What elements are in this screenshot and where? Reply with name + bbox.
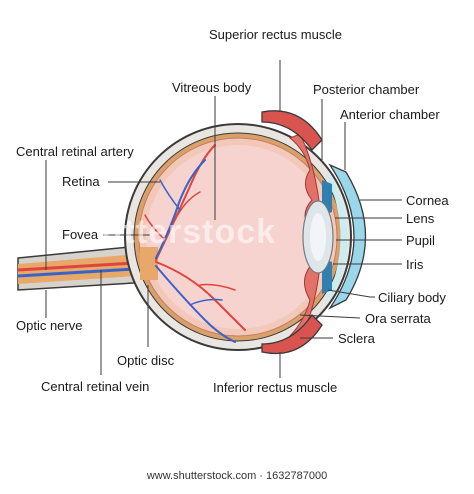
footer-band	[0, 462, 474, 489]
optic-disc-shape	[140, 247, 158, 280]
cornea-shape	[328, 163, 367, 310]
label-iris: Iris	[406, 257, 424, 272]
label-central-retinal-artery: Central retinal artery	[16, 144, 134, 159]
label-pupil: Pupil	[406, 233, 435, 248]
watermark: shutterstock	[60, 213, 277, 251]
inferior-rectus-shape	[261, 313, 323, 355]
label-anterior-chamber: Anterior chamber	[340, 107, 440, 122]
optic-nerve-shape	[17, 244, 151, 291]
lens-core-shape	[310, 213, 326, 261]
anterior-chamber-shape	[326, 175, 348, 300]
label-superior-rectus-muscle: Superior rectus muscle	[209, 27, 342, 42]
label-posterior-chamber: Posterior chamber	[313, 82, 420, 97]
label-sclera: Sclera	[338, 331, 375, 346]
image-credit: www.shutterstock.com · 1632787000	[146, 470, 328, 482]
label-ora-serrata: Ora serrata	[365, 311, 431, 326]
label-fovea: Fovea	[62, 227, 99, 242]
leader-lines	[45, 60, 402, 378]
retinal-vessels	[144, 144, 246, 343]
vitreous-body-shape	[146, 145, 330, 329]
superior-rectus-shape	[261, 110, 323, 152]
label-cornea: Cornea	[406, 193, 449, 208]
label-vitreous-body: Vitreous body	[172, 80, 252, 95]
label-retina: Retina	[62, 174, 100, 189]
label-inferior-rectus-muscle: Inferior rectus muscle	[213, 380, 338, 395]
label-optic-nerve: Optic nerve	[16, 318, 83, 333]
label-central-retinal-vein: Central retinal vein	[41, 379, 150, 394]
label-lens: Lens	[406, 211, 435, 226]
label-optic-disc: Optic disc	[117, 353, 175, 368]
label-ciliary-body: Ciliary body	[378, 290, 446, 305]
